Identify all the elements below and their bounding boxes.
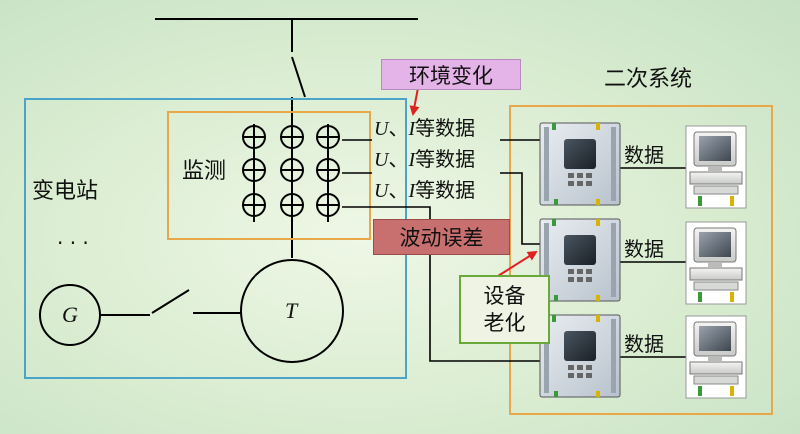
device-aging-callout: 设备 老化: [459, 275, 550, 344]
measurement-text: 等数据: [415, 147, 476, 171]
measurement-wires: [342, 139, 540, 362]
protection-relay-1: [539, 122, 621, 206]
separator: 、: [388, 147, 409, 171]
protection-relay-2: [539, 218, 621, 302]
separator: 、: [388, 178, 409, 202]
sensor-grid: [242, 124, 340, 222]
monitoring-box: [167, 111, 371, 240]
voltage-symbol: U: [374, 149, 389, 171]
generator-label: G: [62, 302, 78, 327]
disconnect-switch: [291, 56, 306, 98]
breaker-switch: [151, 289, 190, 314]
computer-2: [685, 221, 747, 305]
voltage-symbol: U: [374, 118, 389, 140]
aging-arrow: [497, 250, 538, 277]
measurement-text: 等数据: [415, 178, 476, 202]
separator: 、: [388, 116, 409, 140]
transformer-symbol: [240, 259, 344, 363]
fluctuation-error-callout: 波动误差: [373, 219, 510, 255]
data-link-lines: [620, 167, 686, 358]
monitoring-label: 监测: [182, 159, 227, 184]
current-symbol: I: [408, 180, 416, 202]
measurement-label-3: U、I等数据: [374, 180, 475, 201]
data-link-label-2: 数据: [624, 237, 664, 261]
current-symbol: I: [408, 118, 416, 140]
voltage-symbol: U: [374, 180, 389, 202]
device-aging-line1: 设备: [483, 284, 526, 309]
transformer-label: T: [285, 298, 298, 323]
device-aging-line2: 老化: [483, 310, 526, 335]
measurement-label-1: U、I等数据: [374, 118, 475, 139]
computer-3: [685, 315, 747, 399]
measurement-label-2: U、I等数据: [374, 149, 475, 170]
substation-label: 变电站: [32, 179, 99, 204]
current-symbol: I: [408, 149, 416, 171]
environment-arrow: [409, 87, 420, 116]
data-link-label-1: 数据: [624, 143, 664, 167]
computer-1: [685, 125, 747, 209]
measurement-text: 等数据: [415, 116, 476, 140]
ellipsis-label: · · ·: [57, 231, 89, 255]
secondary-system-box: [509, 105, 773, 415]
protection-relay-3: [539, 314, 621, 398]
environment-change-callout: 环境变化: [381, 59, 521, 90]
secondary-system-label: 二次系统: [604, 67, 693, 92]
data-link-label-3: 数据: [624, 332, 664, 356]
